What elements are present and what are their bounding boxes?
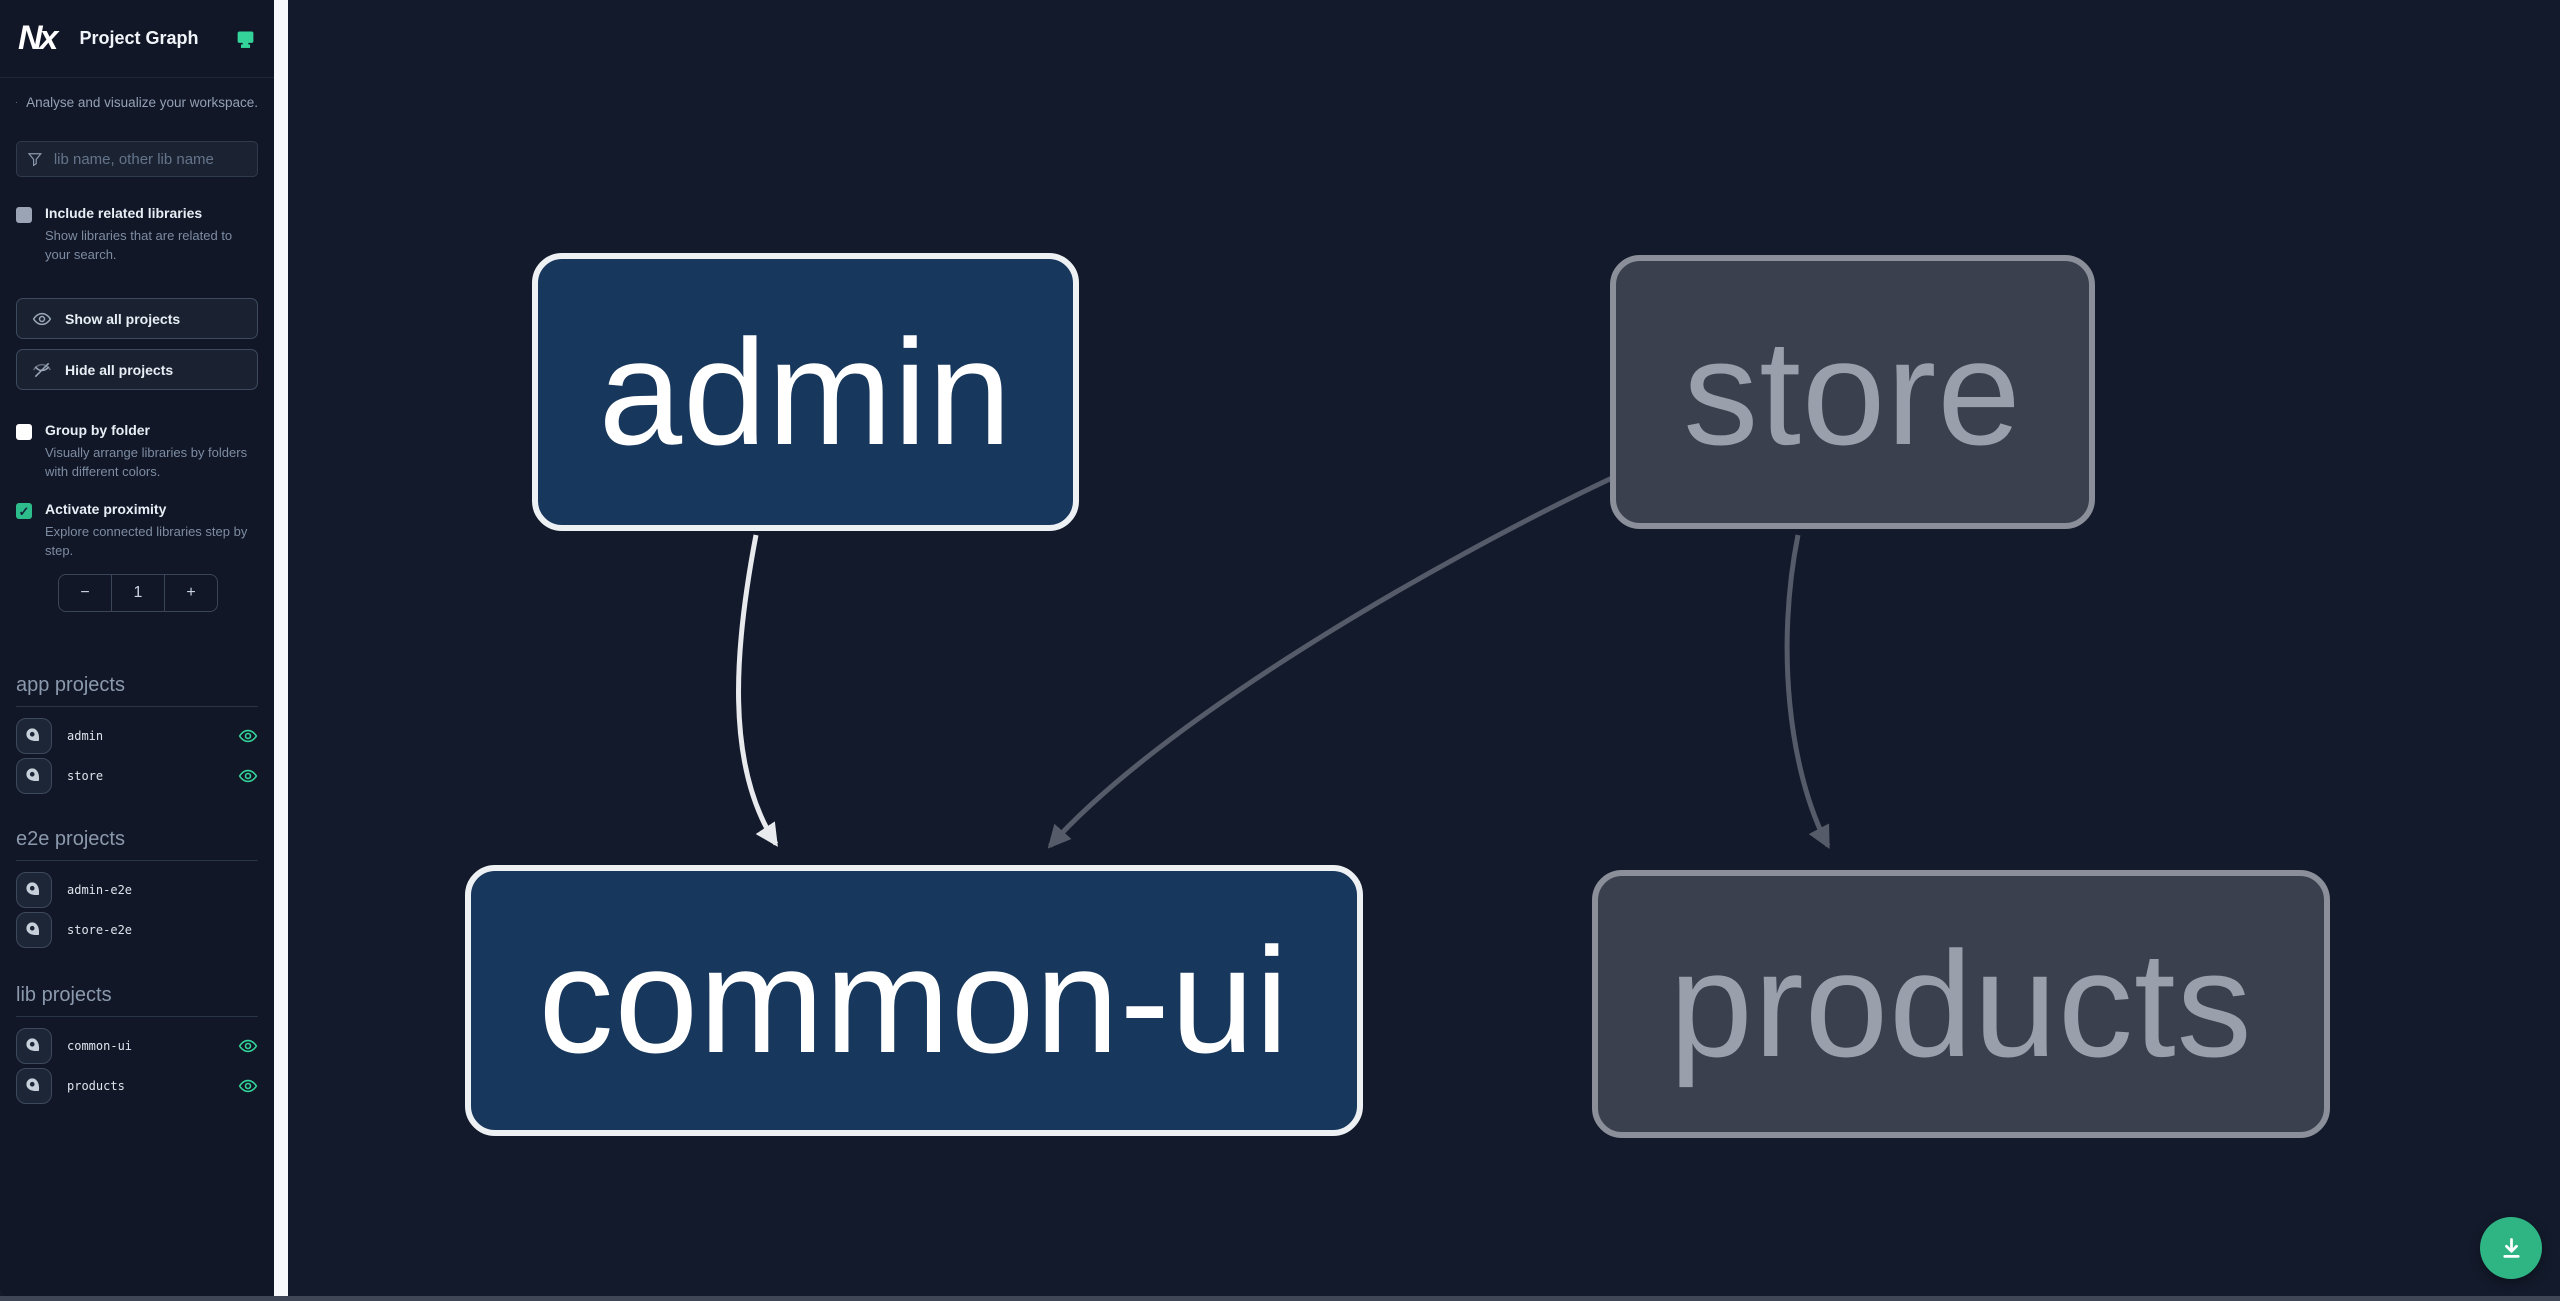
include-related-description: Show libraries that are related to your … — [45, 228, 233, 262]
project-name: store — [67, 769, 104, 783]
info-icon — [16, 102, 18, 103]
group-by-folder-checkbox[interactable] — [16, 424, 32, 440]
edge-admin-to-common-ui[interactable] — [736, 534, 779, 847]
focus-project-button[interactable] — [16, 1028, 52, 1064]
focus-project-button[interactable] — [16, 1068, 52, 1104]
section-title: e2e projects — [16, 828, 258, 861]
focus-project-button[interactable] — [16, 872, 52, 908]
filter-box — [16, 141, 258, 177]
proximity-value[interactable]: 1 — [111, 575, 164, 611]
workspace-intro: Analyse and visualize your workspace. — [0, 78, 274, 111]
group-by-folder-description: Visually arrange libraries by folders wi… — [45, 445, 248, 479]
intro-text: Analyse and visualize your workspace. — [26, 95, 258, 110]
graph-edges — [736, 475, 1831, 850]
activate-proximity-checkbox[interactable] — [16, 503, 32, 519]
project-row-admin-e2e: admin-e2e — [16, 870, 258, 910]
focus-pin-icon — [26, 728, 40, 742]
include-related-label[interactable]: Include related libraries — [45, 205, 203, 221]
project-name: admin-e2e — [67, 883, 133, 897]
toggle-visibility-eye-icon[interactable] — [238, 726, 258, 746]
sidebar: Nx Project Graph Analyse and visualize y… — [0, 0, 274, 1296]
page-title: Project Graph — [79, 28, 199, 48]
section-lib-projects: lib projects common-ui products — [0, 984, 274, 1106]
horizontal-scrollbar[interactable] — [0, 1296, 2560, 1301]
focus-project-button[interactable] — [16, 758, 52, 794]
proximity-decrement-button[interactable]: − — [59, 575, 111, 611]
project-row-products: products — [16, 1066, 258, 1106]
hide-all-projects-button[interactable]: Hide all projects — [16, 349, 258, 390]
edge-store-to-products[interactable] — [1784, 534, 1831, 850]
project-name: products — [67, 1079, 125, 1093]
proximity-stepper: − 1 + — [58, 574, 218, 612]
option-include-related: Include related libraries Show libraries… — [0, 205, 274, 264]
section-title: lib projects — [16, 984, 258, 1017]
download-icon — [2502, 1237, 2520, 1258]
project-row-common-ui: common-ui — [16, 1026, 258, 1066]
filter-funnel-icon — [27, 153, 43, 167]
node-label: store — [1683, 307, 2022, 476]
eye-off-icon — [33, 362, 51, 377]
focus-pin-icon — [26, 1078, 40, 1092]
option-activate-proximity: Activate proximity Explore connected lib… — [0, 501, 274, 560]
focus-pin-icon — [26, 922, 40, 936]
project-name: admin — [67, 729, 104, 743]
show-all-projects-button[interactable]: Show all projects — [16, 298, 258, 339]
download-image-button[interactable] — [2480, 1217, 2542, 1279]
node-label: admin — [598, 307, 1013, 476]
focus-project-button[interactable] — [16, 912, 52, 948]
proximity-increment-button[interactable]: + — [164, 575, 217, 611]
graph-node-store[interactable]: store — [1610, 255, 2095, 529]
option-group-by-folder: Group by folder Visually arrange librari… — [0, 422, 274, 481]
toggle-visibility-eye-icon[interactable] — [238, 766, 258, 786]
nx-logo: Nx — [18, 19, 59, 57]
focus-pin-icon — [26, 1038, 40, 1052]
include-related-checkbox[interactable] — [16, 207, 32, 223]
monitor-icon[interactable] — [235, 28, 256, 49]
graph-canvas[interactable]: admin store common-ui products — [288, 0, 2560, 1296]
graph-node-products[interactable]: products — [1592, 870, 2330, 1138]
project-name: store-e2e — [67, 923, 133, 937]
hide-all-projects-label: Hide all projects — [65, 361, 174, 378]
focus-project-button[interactable] — [16, 718, 52, 754]
show-all-projects-label: Show all projects — [65, 310, 181, 327]
graph-node-common-ui[interactable]: common-ui — [465, 865, 1363, 1136]
project-row-admin: admin — [16, 716, 258, 756]
sidebar-header: Nx Project Graph — [0, 0, 274, 78]
graph-node-admin[interactable]: admin — [532, 253, 1079, 531]
filter-input[interactable] — [53, 150, 247, 168]
focus-pin-icon — [26, 768, 40, 782]
section-title: app projects — [16, 674, 258, 707]
project-row-store-e2e: store-e2e — [16, 910, 258, 950]
node-label: common-ui — [538, 916, 1290, 1084]
sidebar-scrollbar[interactable] — [274, 0, 288, 1296]
eye-icon — [32, 312, 52, 325]
focus-pin-icon — [26, 882, 40, 896]
activate-proximity-label[interactable]: Activate proximity — [45, 501, 167, 517]
activate-proximity-description: Explore connected libraries step by step… — [45, 524, 248, 558]
edge-store-to-common-ui[interactable] — [1047, 475, 1614, 849]
section-e2e-projects: e2e projects admin-e2e store-e2e — [0, 828, 274, 950]
toggle-visibility-eye-icon[interactable] — [238, 1076, 258, 1096]
project-row-store: store — [16, 756, 258, 796]
group-by-folder-label[interactable]: Group by folder — [45, 422, 150, 438]
section-app-projects: app projects admin store — [0, 674, 274, 796]
node-label: products — [1669, 919, 2253, 1088]
toggle-visibility-eye-icon[interactable] — [238, 1036, 258, 1056]
project-name: common-ui — [67, 1039, 133, 1053]
